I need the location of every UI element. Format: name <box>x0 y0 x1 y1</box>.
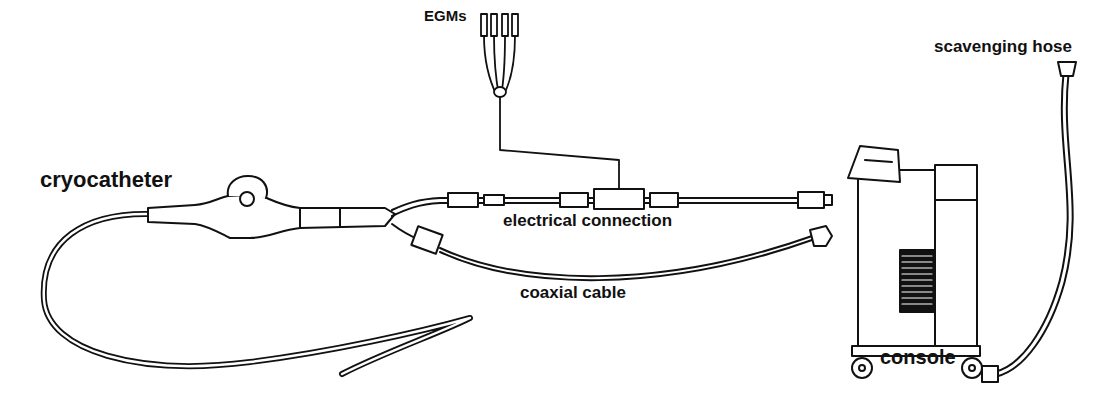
catheter-handle <box>148 176 395 238</box>
scavenging-hose <box>982 62 1076 382</box>
grille-stroke <box>902 297 932 298</box>
coaxial-cable <box>392 224 832 280</box>
grille-stroke <box>902 255 932 256</box>
part-label: EGMs <box>424 8 467 25</box>
part-label: cryocatheter <box>40 168 172 192</box>
part-label: scavenging hose <box>934 38 1072 57</box>
egm-leads <box>481 14 619 189</box>
console-unit <box>848 146 982 378</box>
grille-stroke <box>902 279 932 280</box>
grille-stroke <box>902 291 932 292</box>
grille-stroke <box>902 273 932 274</box>
part-label: console <box>880 346 956 368</box>
part-label: coaxial cable <box>520 284 626 303</box>
grille-stroke <box>902 267 932 268</box>
part-label: electrical connection <box>503 212 672 231</box>
grille-stroke <box>902 303 932 304</box>
grille-stroke <box>902 285 932 286</box>
grille-stroke <box>902 261 932 262</box>
console-grille <box>902 256 932 304</box>
